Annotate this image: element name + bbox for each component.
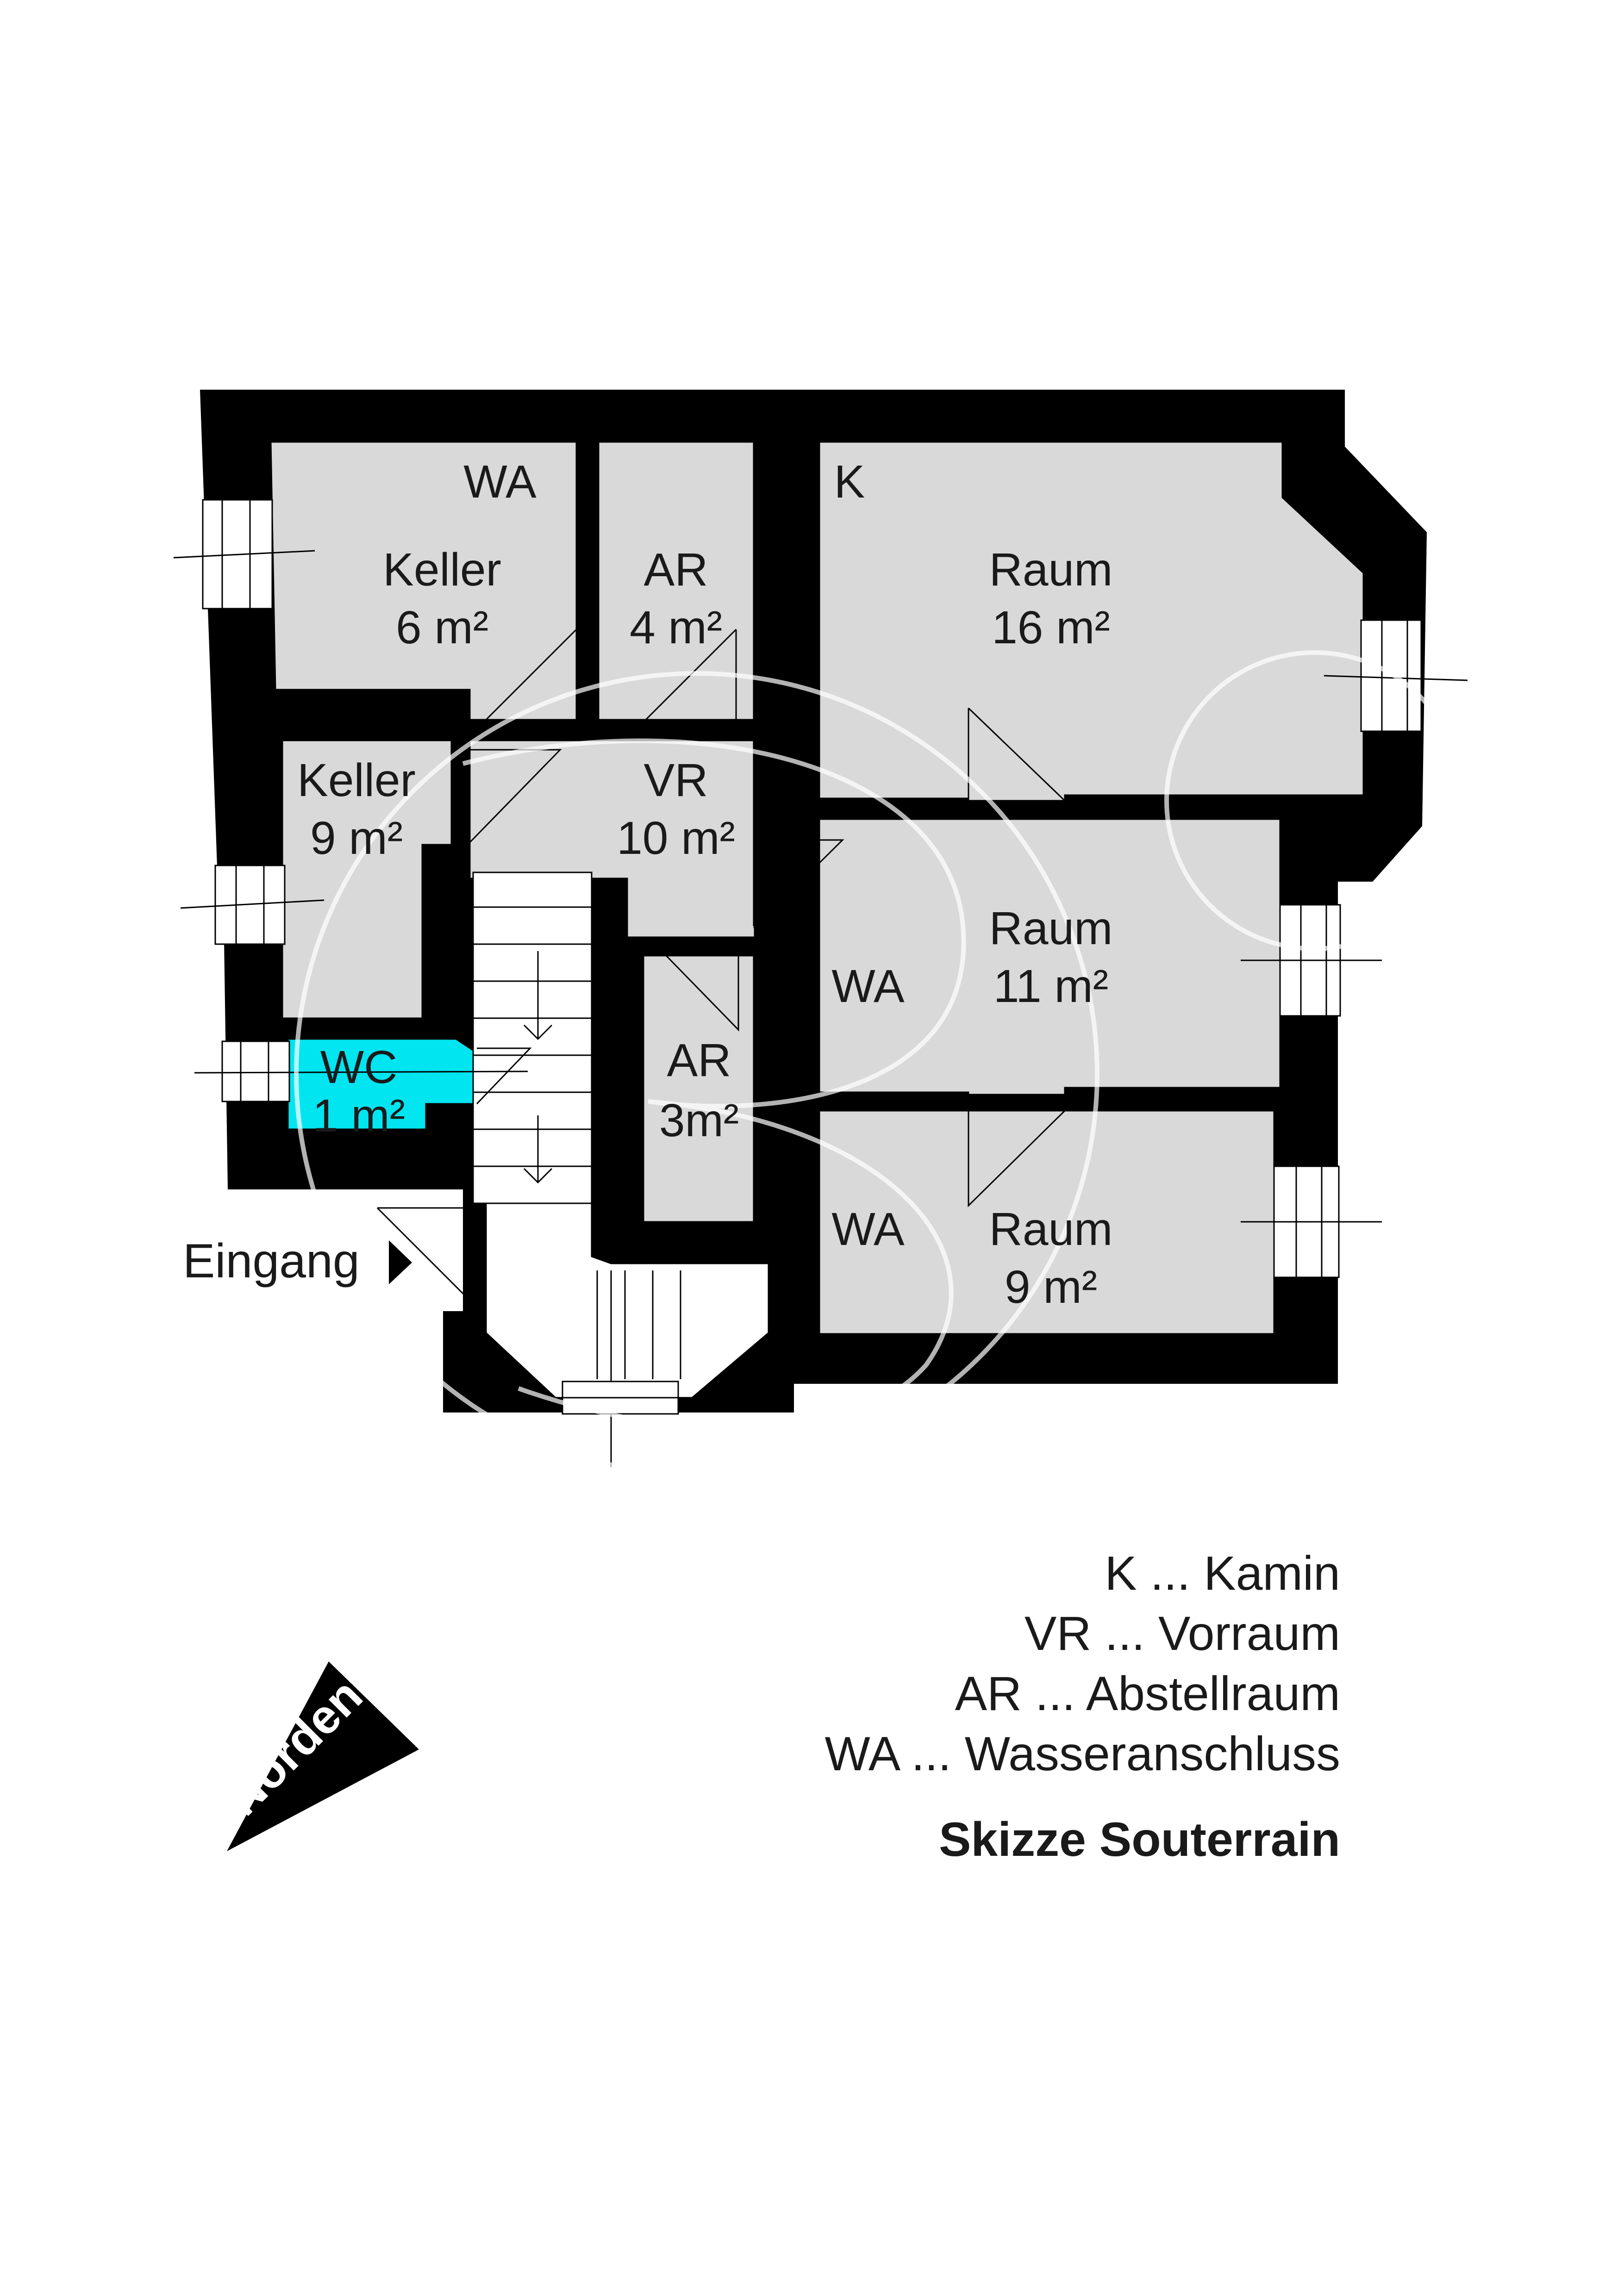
code-wa-keller: WA (463, 456, 537, 508)
rooms (270, 441, 1364, 1335)
room-labels: Keller 6 m² AR 4 m² Raum 16 m² Keller 9 … (297, 544, 1112, 1313)
room-ar-3 (643, 955, 755, 1223)
room-keller-6 (270, 441, 577, 721)
room-name-raum-9: Raum (989, 1203, 1113, 1255)
north-arrow: Norden (216, 1661, 419, 1851)
legend-line-3: AR ... Abstellraum (955, 1667, 1340, 1721)
doors (376, 628, 1067, 1312)
room-name-keller-9: Keller (297, 754, 416, 806)
room-area-wc: 1 m² (312, 1090, 405, 1142)
room-name-ar-4: AR (644, 544, 708, 596)
code-wa-raum9: WA (831, 1203, 905, 1255)
legend-line-2: VR ... Vorraum (1024, 1607, 1340, 1661)
room-name-ar-3: AR (667, 1034, 731, 1086)
staircase (472, 871, 769, 1467)
watermark (294, 650, 1465, 1476)
room-area-raum-9: 9 m² (1005, 1261, 1097, 1313)
room-area-raum-11: 11 m² (993, 960, 1108, 1012)
room-name-raum-16: Raum (989, 544, 1113, 596)
code-k-raum16: K (834, 456, 865, 508)
room-name-vr: VR (644, 754, 708, 806)
legend-title: Skizze Souterrain (939, 1813, 1340, 1867)
north-arrow-icon (227, 1661, 419, 1851)
room-raum-9 (818, 1110, 1275, 1335)
entrance-arrow-icon (389, 1240, 412, 1284)
legend: K ... Kamin VR ... Vorraum AR ... Abstel… (825, 1547, 1340, 1867)
entrance-marker: Eingang (183, 1234, 412, 1288)
entrance-label: Eingang (183, 1234, 360, 1288)
room-name-keller-6: Keller (383, 544, 501, 596)
code-wa-raum11: WA (831, 960, 905, 1012)
room-raum-11 (818, 818, 1281, 1095)
room-name-raum-11: Raum (989, 902, 1113, 954)
room-keller-9 (281, 740, 452, 1019)
room-wc[interactable] (287, 1038, 478, 1130)
room-area-keller-6: 6 m² (396, 602, 488, 653)
legend-line-4: WA ... Wasseranschluss (825, 1727, 1340, 1781)
fixture-codes: WA K WA WA (463, 456, 905, 1255)
room-name-wc: WC (320, 1041, 398, 1093)
room-area-vr: 10 m² (617, 812, 735, 864)
room-area-keller-9: 9 m² (310, 812, 403, 864)
room-area-ar-3: 3m² (659, 1095, 739, 1146)
room-raum-16 (818, 441, 1364, 802)
room-area-ar-4: 4 m² (630, 602, 722, 653)
room-area-raum-16: 16 m² (992, 602, 1110, 653)
legend-line-1: K ... Kamin (1105, 1547, 1340, 1600)
